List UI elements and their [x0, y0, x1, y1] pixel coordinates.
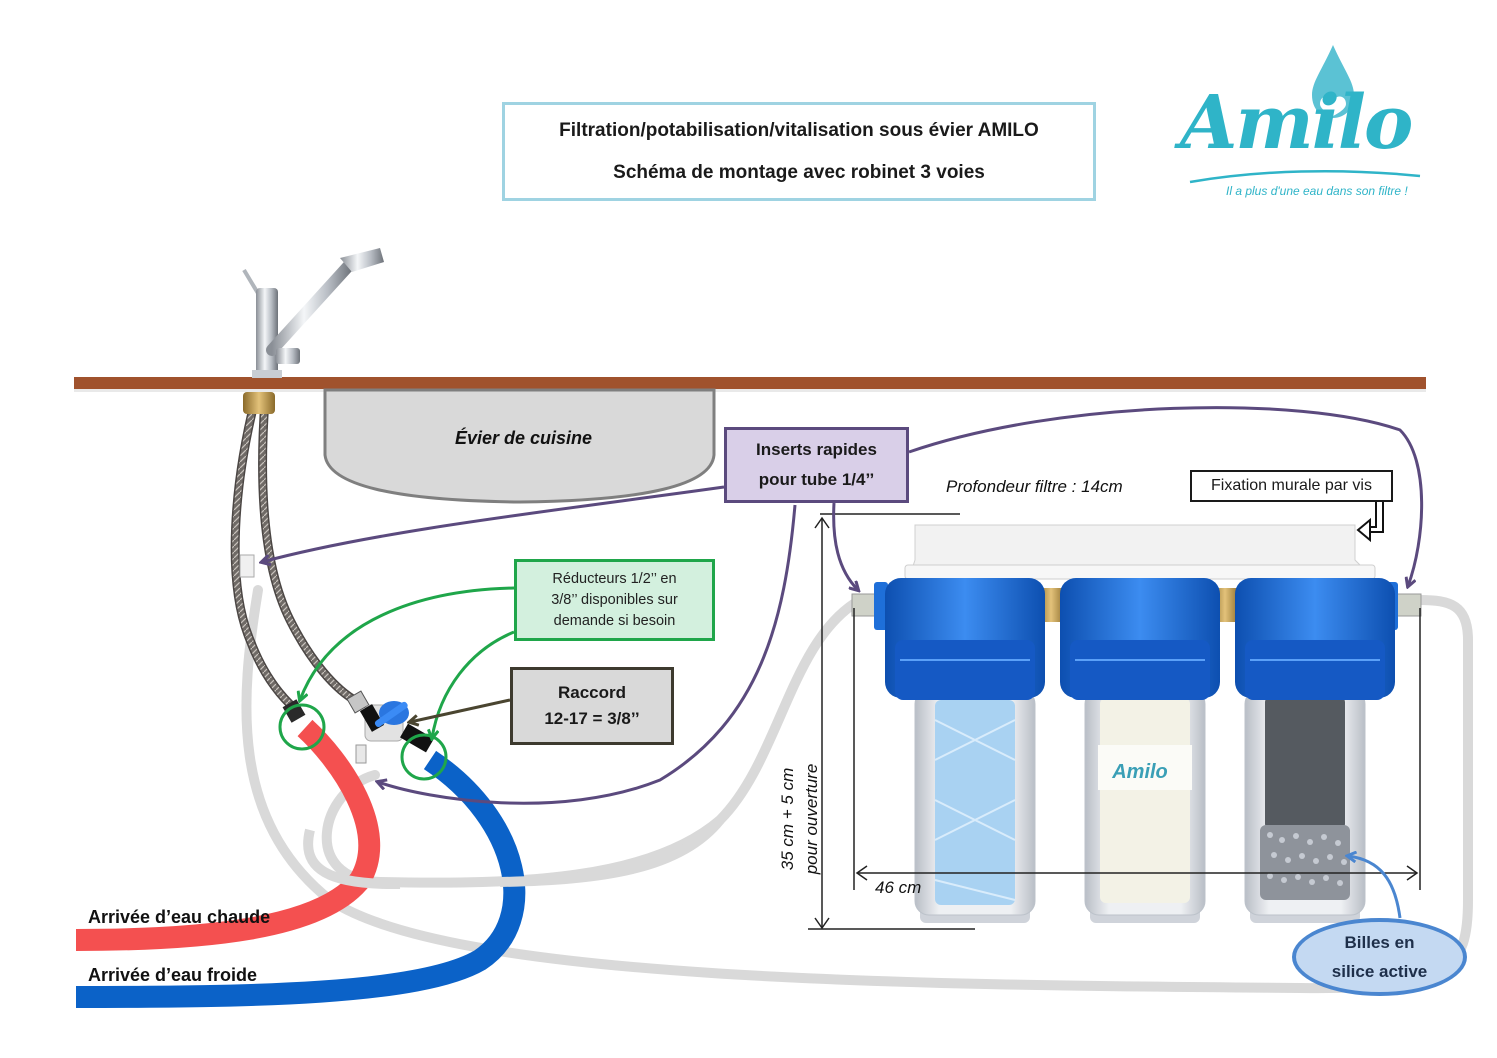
raccord-line-1: Raccord: [557, 683, 627, 702]
sink-bowl: [323, 388, 716, 504]
reducteurs-callout: Réducteurs 1/2’’ en 3/8’’ disponibles su…: [514, 559, 715, 641]
countertop: [74, 377, 1426, 389]
brand-tagline: Il a plus d'une eau dans son filtre !: [1226, 184, 1408, 198]
reducteurs-line-2: 3/8’’ disponibles sur: [551, 591, 678, 608]
cold-reducer-highlight: [400, 733, 448, 781]
shutoff-valve: [355, 701, 434, 764]
hot-supply-label: Arrivée d’eau chaude: [88, 907, 271, 927]
reducteurs-line-1: Réducteurs 1/2’’ en: [552, 570, 677, 587]
inserts-line-1: Inserts rapides: [756, 440, 877, 459]
sink-label: Évier de cuisine: [455, 428, 593, 448]
title-box: Filtration/potabilisation/vitalisation s…: [502, 102, 1096, 201]
braided-hoses: [230, 392, 363, 715]
hot-reducer-highlight: [278, 703, 326, 751]
billes-line-1: Billes en: [1344, 933, 1415, 952]
raccord-callout: Raccord 12-17 = 3/8’’: [510, 667, 674, 745]
width-dimension-label: 46 cm: [875, 878, 922, 897]
billes-callout: Billes en silice active: [1292, 918, 1467, 996]
cold-water-line: [75, 750, 526, 1008]
fixation-callout: Fixation murale par vis: [1190, 470, 1393, 502]
title-line-1: Filtration/potabilisation/vitalisation s…: [559, 119, 1039, 141]
three-way-faucet: [242, 248, 384, 378]
triple-filter-unit: Amilo: [851, 524, 1422, 923]
water-drop-heart-icon: [1312, 45, 1354, 118]
height-line-1: 35 cm + 5 cm: [778, 767, 797, 871]
reducteurs-line-3: demande si besoin: [553, 612, 676, 629]
cold-supply-label: Arrivée d’eau froide: [88, 965, 258, 985]
logo-swoosh: [1189, 169, 1421, 184]
height-dimension-label: 35 cm + 5 cm pour ouverture: [776, 719, 824, 919]
title-line-2: Schéma de montage avec robinet 3 voies: [613, 161, 985, 183]
inserts-arrows: [262, 406, 1424, 805]
billes-arrow: [1348, 856, 1402, 919]
reducteurs-arrows: [300, 586, 515, 738]
billes-line-2: silice active: [1331, 962, 1428, 981]
depth-dimension-label: Profondeur filtre : 14cm: [946, 477, 1123, 496]
dimension-lines: [808, 502, 1421, 930]
cartridge-brand-label: Amilo: [1111, 761, 1168, 783]
inserts-line-2: pour tube 1/4’’: [758, 470, 875, 489]
raccord-line-2: 12-17 = 3/8’’: [544, 709, 640, 728]
brand-logo: Amilo: [1180, 80, 1413, 166]
raccord-arrow: [410, 698, 511, 722]
fixation-text: Fixation murale par vis: [1211, 477, 1372, 494]
inserts-callout: Inserts rapides pour tube 1/4’’: [724, 427, 909, 503]
hot-water-line: [75, 719, 381, 951]
height-line-2: pour ouverture: [802, 763, 821, 875]
